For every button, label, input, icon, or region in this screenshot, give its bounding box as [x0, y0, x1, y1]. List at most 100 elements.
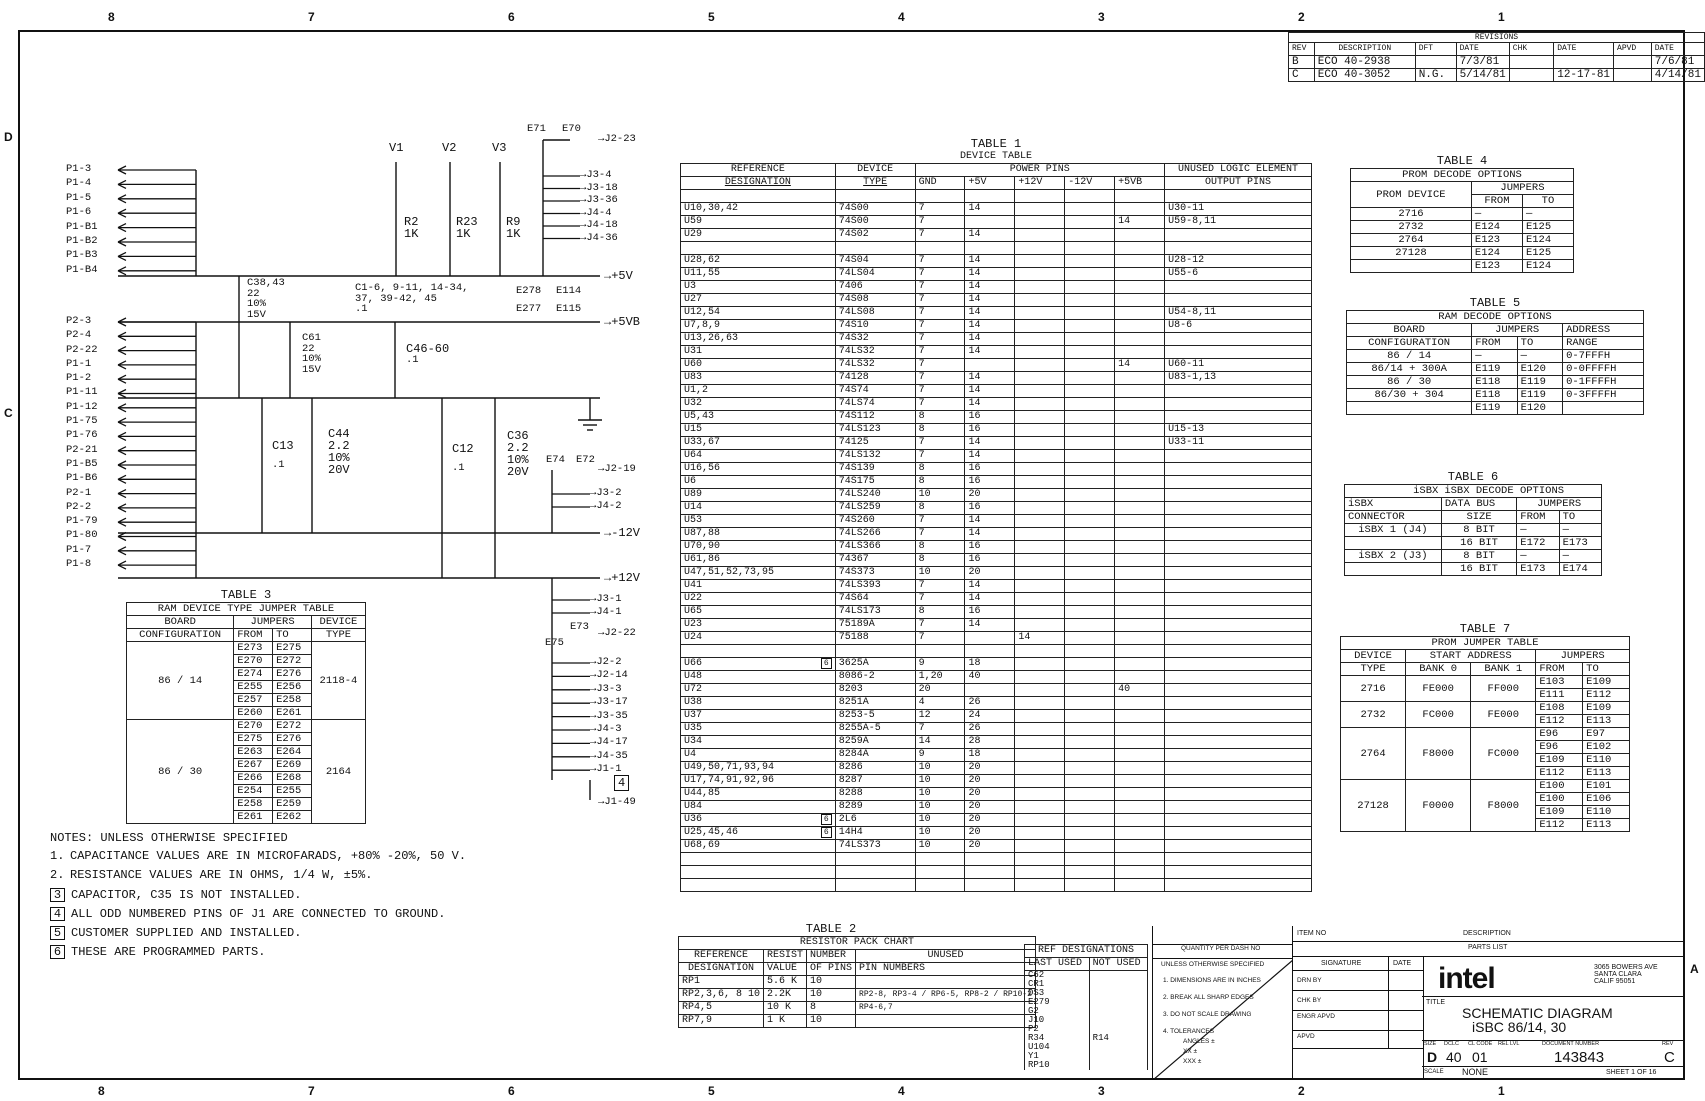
title-line: SCHEMATIC DIAGRAM: [1462, 1005, 1613, 1021]
plus12v-cell: [1014, 423, 1066, 437]
unused-pins-cell: RP2-8, RP3-4 / RP6-5, RP8-2 / RP10-2: [855, 988, 1036, 1002]
plus12v-cell: [1014, 774, 1066, 788]
ref-cell: U27: [680, 293, 836, 307]
header-cell: TO: [1582, 662, 1630, 676]
not-used-cell: [1088, 980, 1149, 989]
plus5v-cell: 14: [964, 306, 1016, 320]
note-number: 2.: [50, 868, 65, 882]
device-type-cell: 74LS08: [834, 306, 916, 320]
plus5vb-cell: [1114, 384, 1166, 398]
jumper-from-cell: E100: [1535, 792, 1584, 806]
minus12v-cell: [1064, 514, 1116, 528]
plus5vb-cell: [1114, 371, 1166, 385]
minus12v-cell: [1064, 228, 1116, 242]
plus5v-cell: 26: [964, 696, 1016, 710]
apvd-label: APVD: [1297, 1033, 1315, 1040]
note-number: 6: [50, 945, 65, 959]
mid-output-list: →J3-2 →J4-2: [590, 488, 622, 514]
jumper-from-cell: —: [1471, 349, 1518, 363]
ref-cell: U15: [680, 423, 836, 437]
plus5vb-cell: [1114, 865, 1166, 879]
jumper-to-cell: E256: [272, 680, 312, 694]
prom-device-cell: 2716: [1350, 207, 1472, 221]
device-type-cell: [834, 189, 916, 203]
header-cell: LAST USED: [1024, 957, 1090, 971]
minus12v-cell: [1064, 748, 1116, 762]
header-cell: TO: [1558, 510, 1603, 524]
unused-pins-cell: [1164, 826, 1312, 840]
table-row: G2: [1024, 1007, 1149, 1016]
title-block: QUANTITY PER DASH NO UNLESS OTHERWISE SP…: [1152, 926, 1684, 1080]
header-cell: PROM DEVICE: [1350, 181, 1472, 208]
header-cell: OUTPUT PINS: [1164, 176, 1312, 190]
output-label: J3-3: [596, 682, 622, 695]
header-cell: DEVICE: [834, 163, 916, 177]
designation-cell: RP4,5: [677, 1001, 765, 1015]
gnd-cell: [914, 241, 966, 255]
last-used-cell: RP10: [1024, 1061, 1090, 1070]
output-row: →J3-2: [590, 487, 622, 499]
wire: [117, 564, 127, 570]
header-cell: BOARD: [125, 615, 235, 629]
jumper-from-cell: E254: [233, 784, 274, 798]
unused-pins-cell: U15-13: [1164, 423, 1312, 437]
wire: [117, 169, 127, 175]
ref-cell: U28,62: [680, 254, 836, 268]
wire: [117, 212, 127, 218]
plus5v-cell: 18: [964, 748, 1016, 762]
device-type-cell: 3625A: [834, 657, 916, 671]
plus5vb-cell: [1114, 527, 1166, 541]
gnd-cell: 8: [914, 462, 966, 476]
ref-cell: U16,56: [680, 462, 836, 476]
connector-cell: [1344, 562, 1442, 576]
jumper-from-cell: E257: [233, 693, 274, 707]
note-text: THESE ARE PROGRAMMED PARTS.: [71, 945, 266, 959]
scale-label: SCALE: [1424, 1069, 1444, 1075]
unused-pins-cell: [1164, 631, 1312, 645]
unused-pins-cell: [1164, 800, 1312, 814]
plus5vb-cell: [1114, 410, 1166, 424]
plus12v-cell: [1014, 280, 1066, 294]
jumper-to-cell: E259: [272, 797, 312, 811]
minus12v-cell: [1064, 501, 1116, 515]
ref-cell: [680, 644, 836, 658]
not-used-cell: R14: [1088, 1034, 1149, 1043]
gnd-cell: 7: [914, 436, 966, 450]
pin-label: P2-22: [66, 343, 98, 356]
plus5v-cell: 14: [964, 449, 1016, 463]
header-cell: RESIST: [763, 949, 808, 963]
wire: [117, 270, 127, 276]
table-caption: TABLE 6: [1447, 470, 1499, 484]
jumper-from-cell: E124: [1470, 246, 1523, 260]
output-label: J2-22: [604, 627, 636, 639]
wire: [117, 321, 127, 327]
gnd-cell: 10: [914, 800, 966, 814]
plus5v-cell: [964, 358, 1016, 372]
jumper-e72: E72: [576, 454, 595, 466]
jumper-e277: E277: [516, 303, 542, 315]
jumper-from-cell: E172: [1516, 536, 1560, 550]
minus12v-cell: [1064, 852, 1116, 866]
unused-pins-cell: [1164, 384, 1312, 398]
plus5vb-cell: [1114, 657, 1166, 671]
chk-by-label: CHK BY: [1297, 997, 1322, 1004]
plus5vb-cell: [1114, 306, 1166, 320]
jumper-from-cell: E255: [233, 680, 274, 694]
jumper-to-cell: —: [1521, 207, 1575, 221]
signature-area: SIGNATURE DATE DRN BY CHK BY ENGR APVD A…: [1292, 956, 1424, 1080]
device-table: DEVICE TABLE REFERENCE DEVICE POWER PINS…: [680, 151, 1312, 892]
minus12v-cell: [1064, 618, 1116, 632]
table-7: TABLE 7 PROM JUMPER TABLE DEVICE START A…: [1339, 622, 1630, 832]
table-row: [680, 865, 1312, 879]
pin-label: P2-2: [66, 500, 92, 513]
plus5v-cell: 14: [964, 514, 1016, 528]
